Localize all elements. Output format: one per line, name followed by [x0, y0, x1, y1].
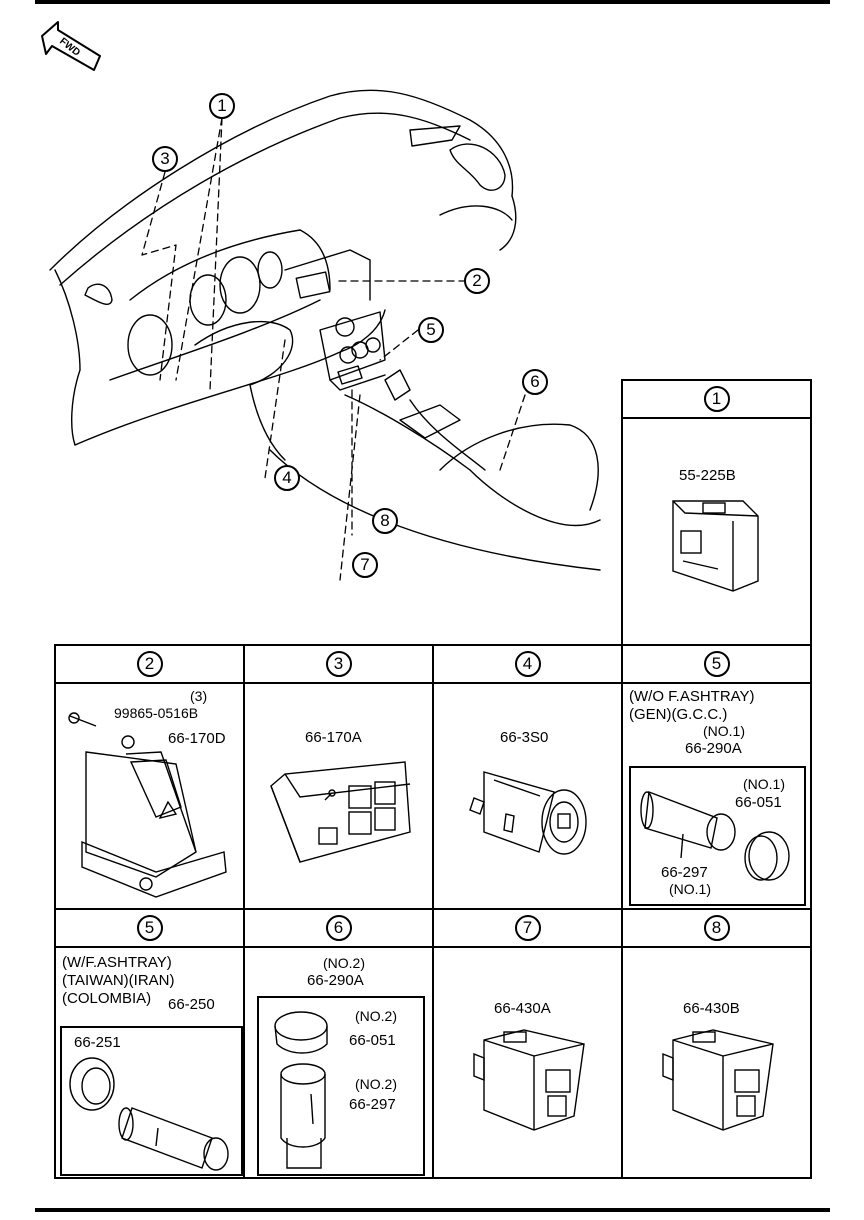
condition-w-ashtray: (W/F.ASHTRAY) [62, 954, 172, 971]
note-no1-a: (NO.1) [703, 723, 745, 739]
part-66-051-no2: 66-051 [349, 1032, 396, 1049]
callout-8: 8 [372, 508, 398, 534]
note-no1-c: (NO.1) [669, 881, 711, 897]
condition-wo-ashtray: (W/O F.ASHTRAY) [629, 688, 755, 705]
panel-4-number: 4 [514, 651, 541, 677]
callout-6: 6 [522, 369, 548, 395]
callout-7: 7 [352, 552, 378, 578]
socket-and-cap-icon [640, 791, 790, 881]
bolt-qty: (3) [190, 688, 208, 704]
part-66-170A: 66-170A [305, 729, 362, 746]
socket-cap-stack-icon [274, 1011, 328, 1169]
panel-1: 1 55-225B [621, 379, 812, 646]
panel-5a-number: 5 [703, 651, 730, 677]
condition-taiwan-iran: (TAIWAN)(IRAN) [62, 972, 175, 989]
top-rule [35, 0, 830, 4]
part-66-290A-no2: 66-290A [307, 972, 364, 989]
callout-4: 4 [274, 465, 300, 491]
callout-1: 1 [209, 93, 235, 119]
note-no2-c: (NO.2) [355, 1076, 397, 1092]
panel-3-number: 3 [325, 651, 352, 677]
part-66-3S0: 66-3S0 [500, 729, 549, 746]
seat-heater-switch-b-icon [662, 1029, 774, 1131]
panel-5b-number: 5 [136, 915, 163, 941]
part-55-225B: 55-225B [679, 467, 736, 484]
note-no2-b: (NO.2) [355, 1008, 397, 1024]
panel-2: 2 (3) 99865-0516B 66-170D [54, 644, 245, 910]
panel-6: 6 (NO.2) 66-290A (NO.2) 66-051 (NO.2) 66… [243, 908, 434, 1179]
condition-gen-gcc: (GEN)(G.C.C.) [629, 706, 728, 723]
switch-panel-icon [270, 761, 411, 863]
part-66-297-no2: 66-297 [349, 1096, 396, 1113]
part-66-430B: 66-430B [683, 1000, 740, 1017]
panel-6-number: 6 [325, 915, 352, 941]
panel-2-number: 2 [136, 651, 163, 677]
note-no1-b: (NO.1) [743, 776, 785, 792]
ashtray-socket-icon [69, 1057, 229, 1171]
part-66-250: 66-250 [168, 996, 215, 1013]
part-99865-0516B: 99865-0516B [114, 705, 199, 721]
part-66-051: 66-051 [735, 794, 782, 811]
seat-heater-switch-a-icon [473, 1029, 585, 1131]
panel-5a: 5 (W/O F.ASHTRAY) (GEN)(G.C.C.) (NO.1) 6… [621, 644, 812, 910]
condition-colombia: (COLOMBIA) [62, 990, 152, 1007]
panel-4: 4 66-3S0 [432, 644, 623, 910]
fwd-arrow-icon [41, 21, 101, 71]
part-66-290A: 66-290A [685, 740, 742, 757]
switch-icon [672, 500, 759, 592]
panel-7-number: 7 [514, 915, 541, 941]
part-66-297: 66-297 [661, 864, 708, 881]
panel-5b: 5 (W/F.ASHTRAY) (TAIWAN)(IRAN) (COLOMBIA… [54, 908, 245, 1179]
panel-5b-inner-frame: 66-251 [60, 1026, 243, 1176]
part-66-430A: 66-430A [494, 1000, 551, 1017]
panel-1-number: 1 [703, 386, 730, 412]
panel-8: 8 66-430B [621, 908, 812, 1179]
callout-3: 3 [152, 146, 178, 172]
panel-5a-inner-frame: (NO.1) 66-051 66-297 (NO.1) [629, 766, 806, 906]
callout-5: 5 [418, 317, 444, 343]
note-no2-a: (NO.2) [323, 955, 365, 971]
panel-8-number: 8 [703, 915, 730, 941]
part-66-170D: 66-170D [168, 730, 226, 747]
panel-3: 3 66-170A [243, 644, 434, 910]
callout-2: 2 [464, 268, 490, 294]
panel-7: 7 66-430A [432, 908, 623, 1179]
seat-heater-switch-icon [469, 771, 587, 855]
panel-6-inner-frame: (NO.2) 66-051 (NO.2) 66-297 [257, 996, 425, 1176]
hazard-switch-icon [68, 712, 227, 898]
part-66-251: 66-251 [74, 1034, 121, 1051]
bottom-rule [35, 1208, 830, 1212]
